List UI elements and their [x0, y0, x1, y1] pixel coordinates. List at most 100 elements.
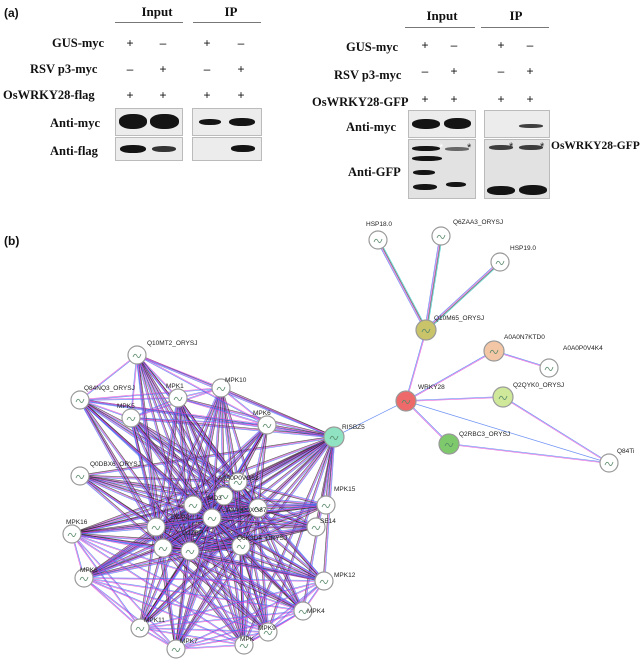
- node-circle: [368, 230, 388, 250]
- interaction-edge: [72, 533, 269, 632]
- interaction-edge: [256, 424, 267, 508]
- left-row-label-1: GUS-myc: [52, 36, 105, 50]
- network-node[interactable]: MPK16: [62, 519, 88, 544]
- interaction-edge: [131, 417, 268, 425]
- network-node[interactable]: A0A0N7KTD0: [483, 334, 545, 362]
- node-circle: [599, 453, 619, 473]
- network-node[interactable]: Q0DBX6_ORYSJ: [70, 461, 141, 486]
- node-circle: [153, 538, 173, 558]
- node-circle: [202, 508, 222, 528]
- network-node[interactable]: A0A0P0VG62: [218, 472, 259, 492]
- interaction-edge: [139, 628, 268, 633]
- interaction-edge: [162, 548, 244, 646]
- interaction-edge: [190, 505, 327, 553]
- network-node[interactable]: HSP18.0: [366, 221, 392, 250]
- node-circle: [62, 524, 82, 544]
- interaction-edge: [79, 400, 334, 439]
- interaction-edge: [84, 577, 177, 649]
- interaction-edge: [267, 423, 335, 437]
- interaction-edge: [80, 399, 268, 425]
- interaction-edge: [79, 476, 238, 484]
- left-ip-header: IP: [224, 4, 238, 19]
- network-node[interactable]: [202, 508, 222, 528]
- interaction-edge: [83, 578, 268, 633]
- interaction-edge: [212, 517, 304, 611]
- interaction-edge: [136, 355, 221, 389]
- interaction-edge: [425, 235, 441, 330]
- node-circle: [539, 358, 559, 378]
- node-circle: [316, 495, 336, 515]
- left-sign: –: [159, 36, 167, 50]
- network-node[interactable]: Q10M65_ORYSJ: [415, 315, 484, 341]
- interaction-edge: [140, 611, 304, 629]
- network-node[interactable]: Q2RBC3_ORYSJ: [438, 431, 510, 455]
- network-node[interactable]: MPK8: [74, 567, 98, 588]
- interaction-edge: [136, 355, 178, 399]
- network-node[interactable]: A0A0P0XG87: [226, 498, 268, 518]
- node-structure-glyph: [75, 398, 85, 403]
- interaction-edge: [136, 354, 164, 549]
- network-node[interactable]: SE14: [306, 517, 336, 537]
- node-circle: [306, 517, 326, 537]
- network-node[interactable]: MPK4: [293, 601, 325, 621]
- network-node[interactable]: Q2QYK0_ORYSJ: [492, 382, 564, 408]
- network-node[interactable]: Q10MT2_ORYSJ: [127, 340, 197, 365]
- network-node[interactable]: MPK15: [316, 486, 356, 515]
- network-node[interactable]: MPK1: [166, 383, 188, 408]
- network-node[interactable]: MPK11: [130, 617, 165, 638]
- node-structure-glyph: [319, 579, 329, 584]
- network-node[interactable]: Q2ZBP: [146, 517, 203, 537]
- node-structure-glyph: [298, 609, 308, 614]
- interaction-edge: [405, 350, 494, 401]
- right-blot-label-gfp: Anti-GFP: [348, 165, 401, 179]
- network-node[interactable]: RISBZ5: [323, 424, 365, 448]
- node-label: MPK1: [166, 383, 184, 390]
- node-label: MPK: [240, 636, 255, 643]
- network-node[interactable]: [153, 538, 173, 558]
- right-sign: –: [526, 38, 534, 52]
- left-input-flag-blot: [115, 137, 183, 161]
- network-node[interactable]: MPK7: [166, 638, 198, 659]
- interaction-edge: [71, 534, 303, 612]
- network-node[interactable]: Q6K3D4_ORYSJ: [231, 535, 287, 556]
- interaction-edge: [503, 396, 610, 463]
- network-node[interactable]: MPK6: [253, 410, 277, 435]
- network-node[interactable]: MPK10: [211, 377, 247, 398]
- node-label: RISBZ5: [342, 424, 365, 431]
- network-node[interactable]: WRKY28: [395, 384, 445, 412]
- node-label: A0A0N7KTD0: [504, 334, 545, 341]
- node-circle: [130, 618, 150, 638]
- network-node[interactable]: MPK5: [117, 403, 141, 428]
- ip-gfp-star: *: [540, 141, 545, 153]
- node-structure-glyph: [444, 442, 454, 447]
- interaction-edge: [211, 517, 325, 582]
- network-node[interactable]: MPK12: [314, 571, 356, 591]
- interaction-edge: [135, 355, 212, 519]
- interaction-edge: [84, 577, 304, 611]
- network-node[interactable]: MD3: [208, 486, 234, 506]
- network-node[interactable]: Q84NQ3_ORYSJ: [70, 385, 135, 410]
- right-sign: +: [526, 64, 534, 78]
- interaction-edge: [190, 388, 223, 552]
- node-circle: [70, 390, 90, 410]
- right-sign: +: [421, 92, 429, 106]
- network-node[interactable]: [180, 541, 200, 561]
- interaction-edge: [136, 354, 191, 552]
- network-node[interactable]: HSP19.0: [490, 245, 536, 272]
- right-sign: +: [421, 38, 429, 52]
- interaction-edge: [178, 397, 214, 518]
- interaction-edge: [130, 417, 191, 552]
- network-node[interactable]: MPK: [234, 635, 255, 655]
- network-node[interactable]: Q84Ti: [599, 448, 634, 473]
- network-node[interactable]: Q6ZAA3_ORYSJ: [431, 219, 503, 246]
- interaction-edge: [220, 388, 267, 426]
- left-sign: +: [159, 88, 167, 102]
- interaction-edge: [80, 399, 158, 527]
- interaction-edge: [139, 610, 303, 628]
- node-structure-glyph: [262, 423, 272, 428]
- network-node[interactable]: MPK9: [258, 622, 278, 642]
- network-node[interactable]: BZIP2: [171, 495, 203, 521]
- right-ip-rule: [481, 27, 549, 28]
- interaction-edge: [241, 505, 327, 548]
- network-node[interactable]: A0A0P0V4K4: [539, 345, 603, 378]
